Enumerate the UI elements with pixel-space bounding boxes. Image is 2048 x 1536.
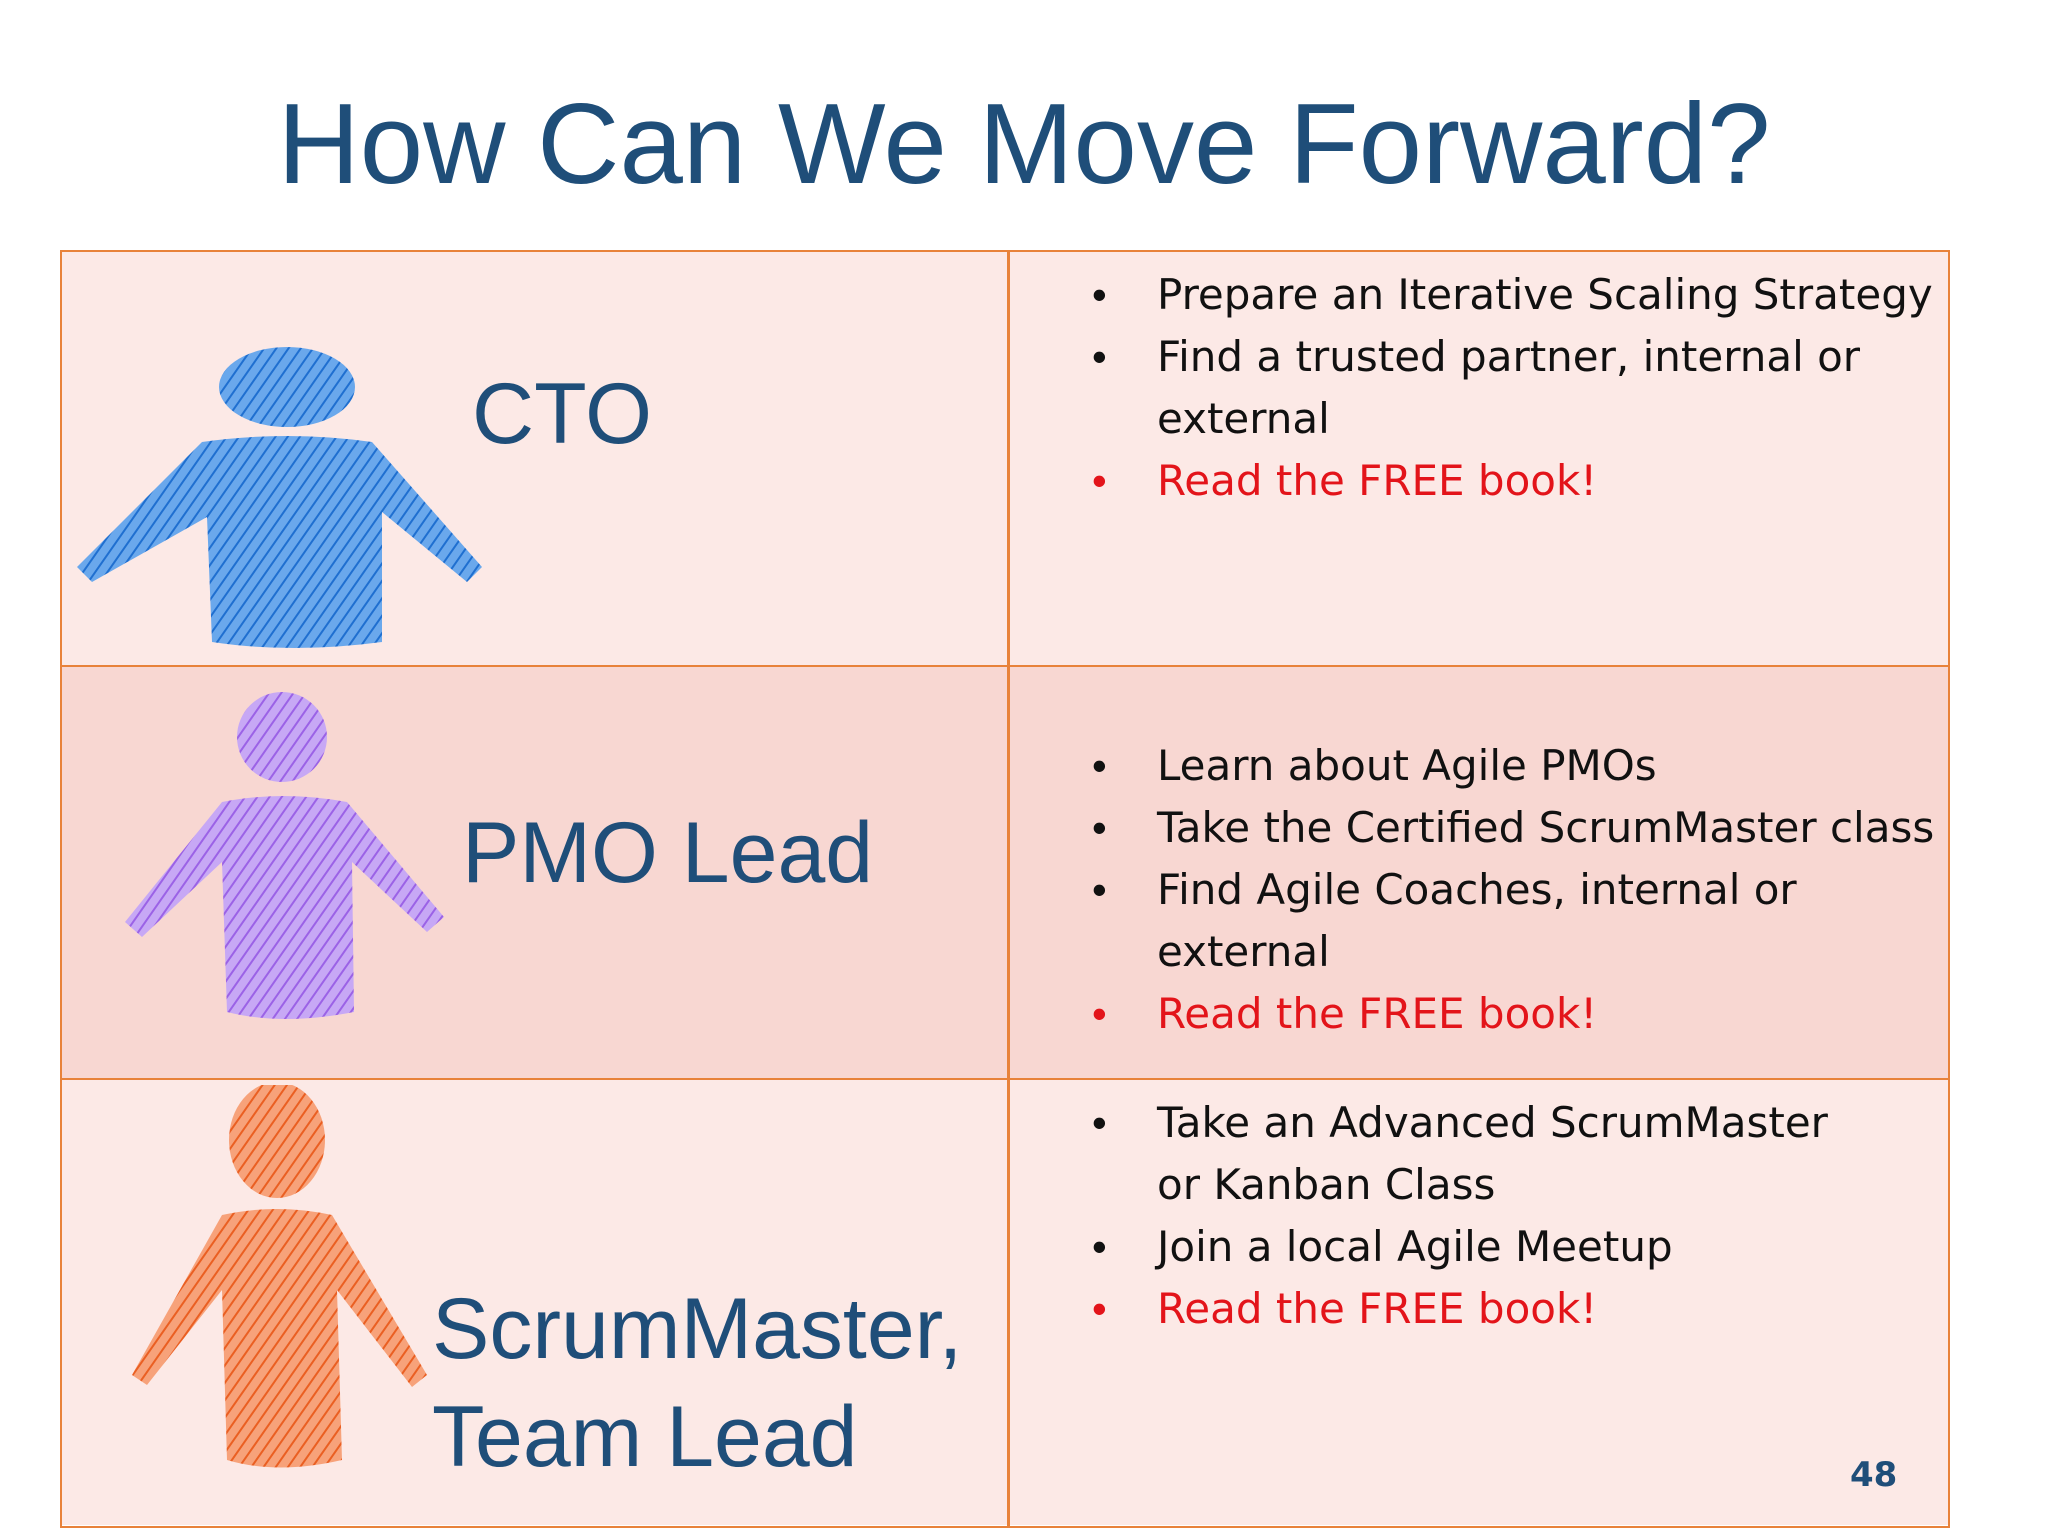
- action-item: Find Agile Coaches, internal or external: [1037, 859, 1957, 983]
- table-row-cto: CTO Prepare an Iterative Scaling Strateg…: [62, 252, 1948, 665]
- action-list-pmo-lead: Learn about Agile PMOs Take the Certifie…: [1037, 735, 1957, 1045]
- role-label-scrummaster: ScrumMaster, Team Lead: [432, 1275, 962, 1491]
- table-row-pmo-lead: PMO Lead Learn about Agile PMOs Take the…: [62, 665, 1948, 1078]
- role-label-line: ScrumMaster,: [432, 1281, 963, 1377]
- person-icon-orange: [132, 1085, 427, 1468]
- action-item: Join a local Agile Meetup: [1037, 1216, 1957, 1278]
- action-list-cto: Prepare an Iterative Scaling Strategy Fi…: [1037, 264, 1957, 512]
- action-list-scrummaster: Take an Advanced ScrumMaster or Kanban C…: [1037, 1092, 1957, 1340]
- person-icon-purple: [125, 692, 444, 1019]
- action-item: Find a trusted partner, internal or exte…: [1037, 326, 1957, 450]
- page-number: 48: [1850, 1455, 1898, 1495]
- role-label-line: Team Lead: [432, 1389, 858, 1485]
- person-icon-blue: [77, 347, 482, 648]
- action-item: Prepare an Iterative Scaling Strategy: [1037, 264, 1957, 326]
- action-item: Take the Certified ScrumMaster class: [1037, 797, 1957, 859]
- action-item-highlight: Read the FREE book!: [1037, 450, 1957, 512]
- role-label-cto: CTO: [472, 366, 652, 462]
- column-divider: [1007, 252, 1010, 1526]
- action-item-highlight: Read the FREE book!: [1037, 983, 1957, 1045]
- role-label-pmo-lead: PMO Lead: [462, 805, 874, 901]
- action-item: Learn about Agile PMOs: [1037, 735, 1957, 797]
- action-item: Take an Advanced ScrumMaster or Kanban C…: [1037, 1092, 1877, 1216]
- action-item-highlight: Read the FREE book!: [1037, 1278, 1957, 1340]
- role-action-table: CTO Prepare an Iterative Scaling Strateg…: [60, 250, 1950, 1528]
- table-row-scrummaster: ScrumMaster, Team Lead Take an Advanced …: [62, 1078, 1948, 1525]
- slide-title: How Can We Move Forward?: [277, 81, 1771, 208]
